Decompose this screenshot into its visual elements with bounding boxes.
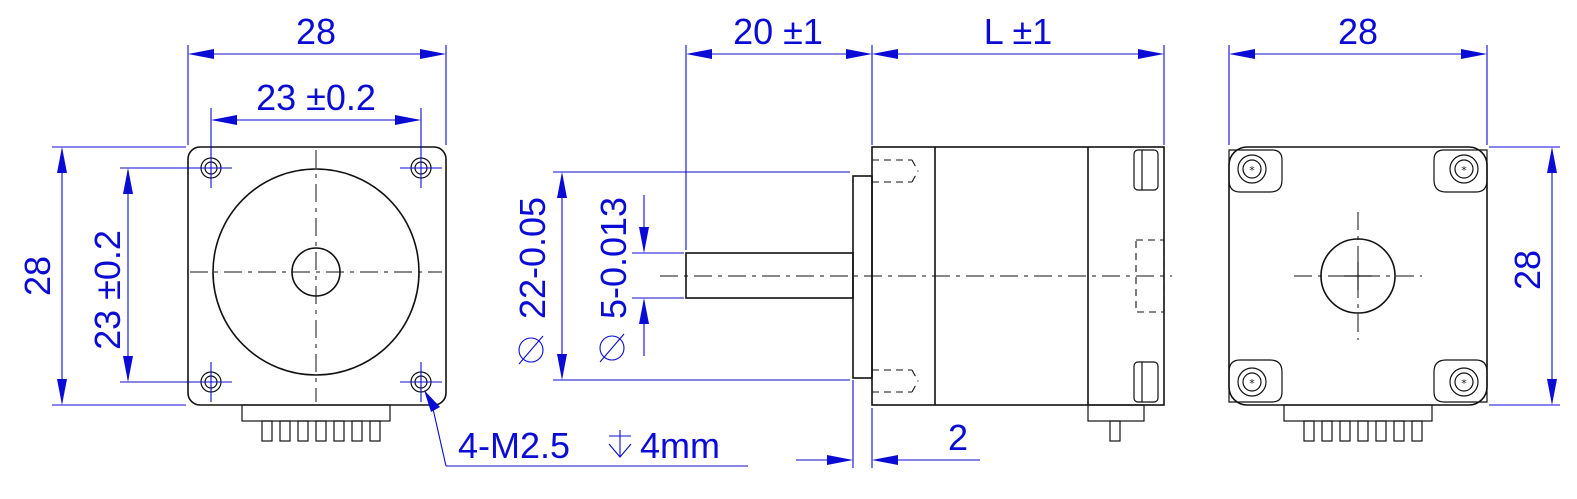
rear-screw: *	[1228, 149, 1283, 193]
shaft-diameter-dimension: 5-0.013	[593, 195, 684, 363]
pilot-diameter-dimension: 22-0.05	[512, 171, 850, 381]
rear-screw: *	[1433, 149, 1488, 193]
screw-hidden-lines	[872, 159, 919, 393]
side-connector	[1087, 404, 1145, 442]
rear-connector	[1283, 404, 1433, 442]
rear-view: * * * *	[1228, 11, 1560, 442]
mounting-hole	[120, 362, 232, 402]
flange-step-label: 2	[948, 417, 968, 458]
shaft-diameter-label: 5-0.013	[593, 197, 634, 319]
diameter-symbol-icon	[518, 335, 544, 365]
rear-screw: *	[1433, 359, 1488, 403]
mounting-hole	[400, 108, 442, 188]
svg-text:*: *	[1461, 164, 1467, 177]
body-length-label: L ±1	[984, 11, 1052, 52]
mounting-hole	[400, 362, 442, 402]
front-hole-spacing-y-label: 23 ±0.2	[87, 230, 128, 350]
front-hole-spacing-y-dimension: 23 ±0.2	[87, 168, 133, 382]
side-view: 20 ±1 L ±1 22-0.05	[512, 11, 1172, 468]
front-width-label: 28	[296, 11, 336, 52]
front-view: 28 23 ±0.2 28 23 ±0.2	[17, 11, 748, 467]
depth-label: 4mm	[640, 425, 720, 466]
shaft-length-label: 20 ±1	[733, 11, 823, 52]
body-length-dimension: L ±1	[872, 11, 1165, 145]
rear-height-label: 28	[1507, 250, 1548, 290]
front-connector	[241, 404, 391, 442]
front-hole-spacing-x-label: 23 ±0.2	[256, 77, 376, 118]
svg-text:*: *	[1461, 377, 1467, 390]
mounting-hole	[120, 108, 232, 188]
flange-step-dimension: 2	[796, 380, 980, 468]
front-height-label: 28	[17, 256, 58, 296]
pilot-boss	[852, 175, 873, 379]
front-body-outline	[187, 146, 447, 406]
front-hole-spacing-x-dimension: 23 ±0.2	[211, 77, 421, 125]
front-width-dimension: 28	[187, 11, 447, 145]
rear-width-label: 28	[1338, 11, 1378, 52]
rear-screw: *	[1228, 359, 1283, 403]
svg-text:*: *	[1249, 164, 1255, 177]
front-height-dimension: 28	[17, 146, 186, 406]
pilot-diameter-label: 22-0.05	[512, 197, 553, 319]
tapped-holes-label: 4-M2.5	[458, 425, 570, 466]
tapped-holes-callout: 4-M2.5 4mm	[424, 390, 748, 467]
depth-symbol-icon	[608, 430, 632, 458]
shaft-length-dimension: 20 ±1	[685, 11, 873, 250]
rear-screw-heads	[1133, 149, 1159, 403]
svg-text:*: *	[1249, 377, 1255, 390]
rear-width-dimension: 28	[1228, 11, 1488, 145]
diameter-symbol-icon	[599, 333, 625, 363]
rear-height-dimension: 28	[1489, 146, 1560, 406]
